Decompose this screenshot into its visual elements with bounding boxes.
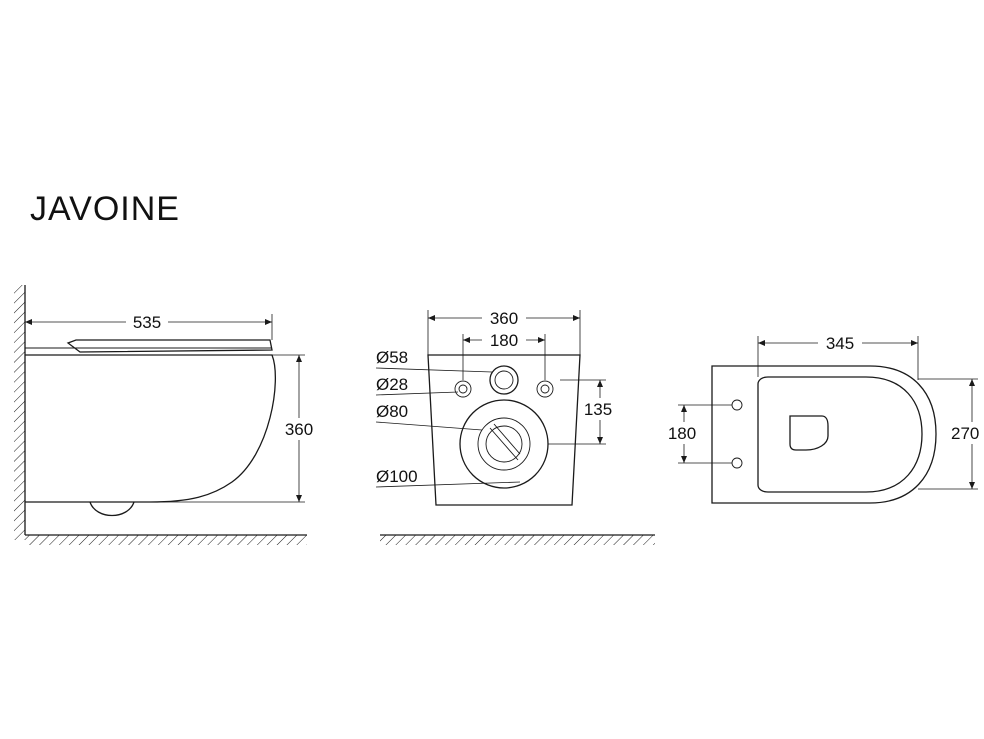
wall-hatch	[14, 285, 25, 540]
dim-label-bg	[662, 422, 702, 444]
mount-hole-inner	[540, 384, 550, 394]
dim-outlet-height-label: 135	[584, 400, 612, 419]
water-inlet	[489, 365, 519, 395]
dim-label-bg	[818, 332, 862, 352]
dim-label-bg	[580, 398, 620, 420]
dim-hinge-spacing-label: 180	[668, 424, 696, 443]
water-inlet-inner	[494, 370, 514, 390]
model-title: JAVOINE	[30, 190, 180, 228]
callout-d80: Ø80	[376, 402, 408, 421]
seat-lid	[66, 339, 273, 353]
leader-d80	[375, 421, 483, 431]
leader-d28	[375, 391, 459, 396]
callout-d100: Ø100	[376, 467, 418, 486]
bowl-profile	[25, 354, 277, 503]
dim-height-label: 360	[285, 420, 313, 439]
leader-d100	[375, 481, 521, 488]
dim-label-bg	[482, 306, 526, 326]
dim-hole-spacing-label: 180	[490, 331, 518, 350]
dim-length-label: 535	[133, 313, 161, 332]
rear-view: 360 180 135 Ø58 Ø28 Ø80 Ø100	[375, 306, 655, 545]
callout-d28: Ø28	[376, 375, 408, 394]
hinge-hole-bottom	[731, 457, 743, 469]
waste-outlet-core	[485, 425, 523, 463]
outlet-bump	[89, 501, 135, 516]
outlet-cross	[489, 427, 519, 461]
dim-label-bg	[482, 330, 526, 350]
dim-top-length-label: 345	[826, 334, 854, 353]
rear-body	[427, 354, 581, 506]
seat-outline	[757, 376, 923, 493]
hinge-hole-top	[731, 399, 743, 411]
side-view: 535 360	[14, 285, 321, 545]
top-outline	[711, 365, 937, 504]
dim-top-width-label: 270	[951, 424, 979, 443]
floor-hatch-rear	[380, 535, 655, 545]
outlet-cross	[493, 423, 521, 455]
dim-width-label: 360	[490, 309, 518, 328]
leader-d58	[375, 367, 493, 373]
mount-hole-left	[454, 380, 472, 398]
dim-label-bg	[277, 418, 321, 440]
floor-hatch-side	[25, 535, 307, 545]
mount-hole-right	[536, 380, 554, 398]
callout-d58: Ø58	[376, 348, 408, 367]
mount-hole-inner	[458, 384, 468, 394]
drain-opening	[789, 415, 829, 451]
waste-outlet-inner	[477, 417, 531, 471]
dim-label-bg	[126, 310, 168, 330]
dim-label-bg	[950, 422, 984, 444]
top-view: 345 180 270	[662, 332, 984, 504]
